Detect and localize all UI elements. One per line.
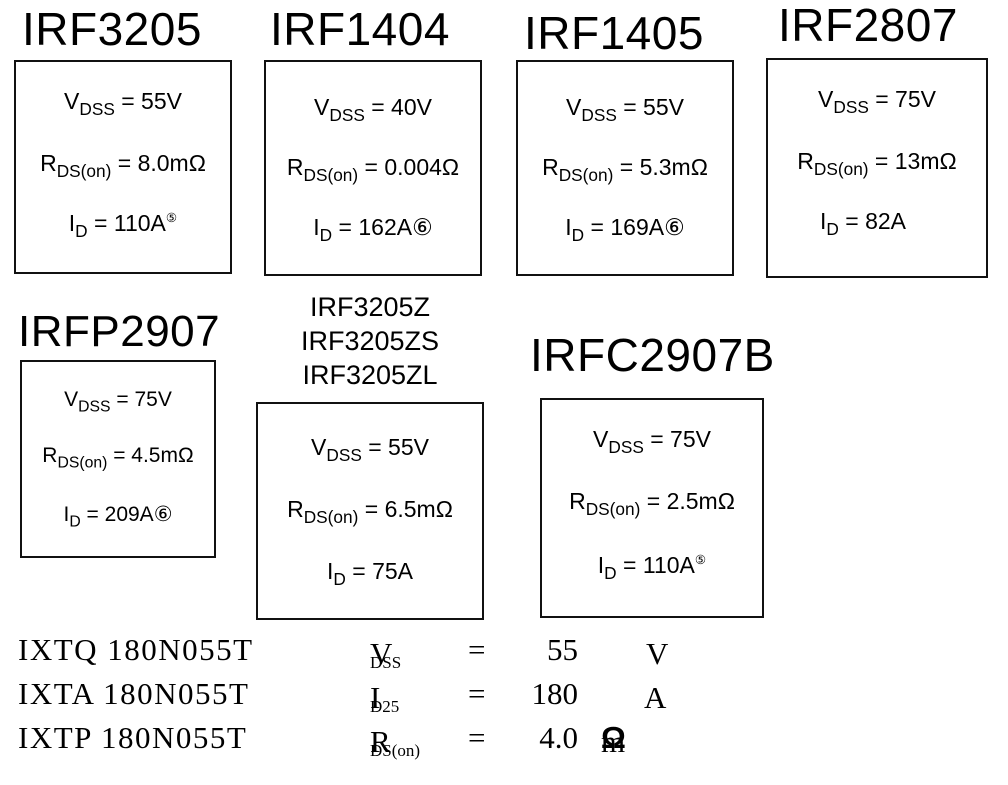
ixys-part-number: IXTA 180N055T	[18, 676, 250, 711]
rds-line: RDS(on) = 13mΩ	[797, 148, 957, 180]
id-line: ID = 169A⑥	[565, 214, 685, 246]
rds-line: RDS(on) = 2.5mΩ	[569, 488, 735, 520]
id-value: 82A	[865, 208, 907, 234]
ixys-value: 4.0	[539, 720, 578, 755]
spec-box-irf3205: VDSS = 55V RDS(on) = 8.0mΩ ID = 110A⑤	[14, 60, 232, 274]
rds-value: 4.5mΩ	[131, 444, 194, 467]
footnote-mark: ⑥	[664, 214, 685, 240]
vdss-value: 75V	[895, 86, 936, 112]
vdss-value: 75V	[134, 388, 172, 411]
part-title-irf2807: IRF2807	[778, 0, 958, 51]
part-title-irf3205zs: IRF3205ZS	[300, 326, 440, 356]
rds-value: 8.0mΩ	[137, 150, 206, 176]
vdss-line: VDSS = 75V	[818, 86, 936, 118]
spec-box-irf1404: VDSS = 40V RDS(on) = 0.004Ω ID = 162A⑥	[264, 60, 482, 276]
rds-line: RDS(on) = 8.0mΩ	[40, 150, 206, 182]
part-title-irfp2907: IRFP2907	[18, 307, 221, 356]
spec-box-irf3205z: VDSS = 55V RDS(on) = 6.5mΩ ID = 75A	[256, 402, 484, 620]
vdss-line: VDSS = 55V	[311, 434, 429, 466]
id-line: ID = 110A⑤	[68, 210, 178, 242]
ixys-part-number: IXTP 180N055T	[18, 720, 248, 755]
vdss-line: VDSS = 55V	[566, 94, 684, 126]
rds-line: RDS(on) = 5.3mΩ	[542, 154, 708, 186]
part-title-irf3205zl: IRF3205ZL	[302, 360, 438, 390]
part-title-irf1405: IRF1405	[524, 7, 704, 59]
id-value: 162A	[358, 214, 413, 240]
ixys-equals: =	[468, 632, 486, 667]
spec-box-irfc2907b: VDSS = 75V RDS(on) = 2.5mΩ ID = 110A⑤	[540, 398, 764, 618]
rds-value: 2.5mΩ	[666, 488, 735, 514]
id-value: 75A	[372, 558, 413, 584]
spec-box-irf1405: VDSS = 55V RDS(on) = 5.3mΩ ID = 169A⑥	[516, 60, 734, 276]
vdss-line: VDSS = 40V	[314, 94, 432, 126]
id-line: ID = 110A⑤	[597, 552, 707, 584]
id-value: 169A	[610, 214, 665, 240]
part-title-irf3205z: IRF3205Z	[309, 292, 431, 322]
spec-box-irfp2907: VDSS = 75V RDS(on) = 4.5mΩ ID = 209A⑥	[20, 360, 216, 558]
rds-line: RDS(on) = 4.5mΩ	[42, 444, 194, 472]
ixys-equals: =	[468, 720, 486, 755]
vdss-value: 55V	[643, 94, 684, 120]
id-line: ID = 75A	[326, 558, 413, 590]
footnote-mark: ⑤	[694, 553, 707, 568]
part-title-irf3205: IRF3205	[22, 3, 202, 55]
id-value: 110A	[642, 552, 695, 578]
spec-box-irf2807: VDSS = 75V RDS(on) = 13mΩ ID = 82A	[766, 58, 988, 278]
rds-value: 5.3mΩ	[639, 154, 708, 180]
part-title-irf1404: IRF1404	[270, 3, 450, 55]
footnote-mark: ⑥	[153, 503, 173, 526]
footnote-mark: ⑥	[412, 214, 433, 240]
vdss-line: VDSS = 75V	[64, 388, 172, 416]
id-value: 209A	[104, 503, 154, 526]
vdss-line: VDSS = 75V	[593, 426, 711, 458]
id-line: ID = 162A⑥	[313, 214, 433, 246]
rds-line: RDS(on) = 6.5mΩ	[287, 496, 453, 528]
rds-value: 13mΩ	[894, 148, 957, 174]
footnote-mark: ⑤	[165, 211, 178, 226]
vdss-line: VDSS = 55V	[64, 88, 182, 120]
ixys-value: 180	[531, 676, 579, 711]
part-title-irfc2907b: IRFC2907B	[530, 329, 775, 381]
rds-value: 0.004Ω	[384, 154, 460, 180]
ixys-value: 55	[547, 632, 578, 667]
id-value: 110A	[113, 210, 166, 236]
part-title-irf3205z-group: IRF3205Z IRF3205ZS IRF3205ZL	[258, 290, 482, 392]
ixys-equals: =	[468, 676, 486, 711]
vdss-value: 55V	[388, 434, 429, 460]
id-line: ID = 209A⑥	[63, 503, 173, 531]
vdss-value: 40V	[391, 94, 432, 120]
rds-value: 6.5mΩ	[384, 496, 453, 522]
id-line: ID = 82A	[820, 208, 907, 240]
ixys-part-number: IXTQ 180N055T	[18, 632, 254, 667]
vdss-value: 55V	[141, 88, 182, 114]
rds-line: RDS(on) = 0.004Ω	[286, 154, 460, 186]
vdss-value: 75V	[670, 426, 711, 452]
